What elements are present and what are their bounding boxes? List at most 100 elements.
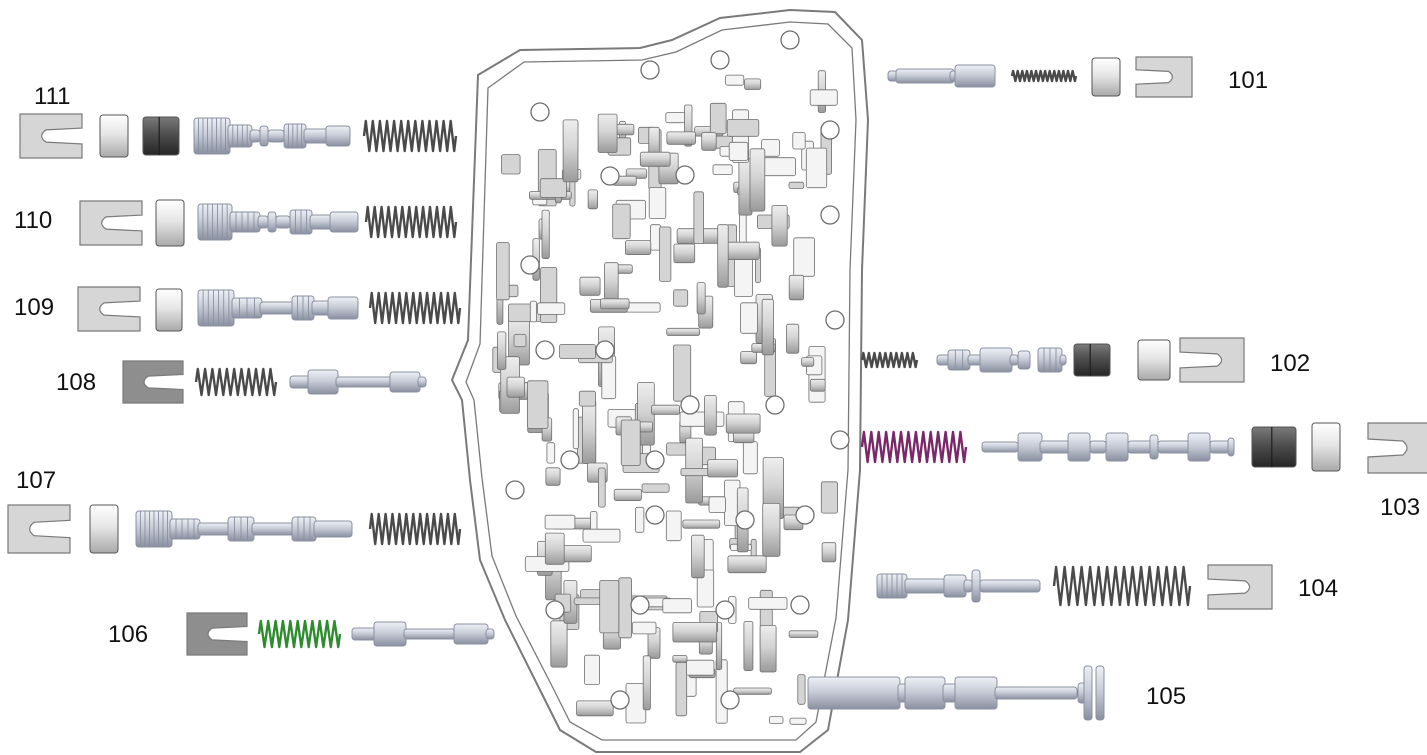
spring-coil: [368, 291, 462, 325]
spool-land: [1157, 440, 1191, 454]
valve-body-inner-outline: [465, 21, 857, 741]
passage: [715, 622, 723, 671]
passage: [673, 289, 689, 307]
passage: [679, 411, 725, 427]
passage: [582, 399, 597, 464]
callout-108: 108: [56, 369, 97, 396]
spring-coil: [194, 367, 278, 397]
spool-land: [259, 125, 269, 147]
passage: [666, 442, 688, 456]
passage: [740, 351, 758, 365]
passage: [704, 394, 717, 436]
spool-land: [1017, 432, 1043, 462]
spring-102: [860, 351, 919, 369]
valve-body-passages: [492, 70, 838, 725]
spool-land: [283, 123, 307, 149]
plug-body: [142, 116, 180, 156]
spool-land: [197, 522, 233, 536]
passage: [725, 74, 745, 86]
passage: [673, 243, 696, 264]
bolt-hole: [780, 30, 800, 50]
passage: [693, 191, 705, 245]
plug-body: [1091, 57, 1121, 97]
spool-land: [1017, 350, 1031, 370]
bolt-hole: [720, 690, 740, 710]
spring-106: [257, 619, 342, 649]
spool-108: [289, 369, 427, 395]
passage: [672, 655, 688, 663]
plug-body: [1311, 422, 1341, 472]
spring-coil: [368, 512, 462, 546]
passage: [728, 141, 749, 161]
passage: [805, 147, 828, 189]
passage: [726, 119, 760, 137]
passage: [544, 532, 565, 565]
spool-102: [936, 347, 1067, 373]
passage: [666, 131, 696, 145]
passage: [576, 700, 614, 717]
callout-101: 101: [1228, 67, 1269, 94]
passage: [691, 534, 705, 579]
passage: [733, 687, 772, 695]
spool-111: [193, 117, 351, 155]
callout-104: 104: [1298, 575, 1339, 602]
passage: [793, 237, 816, 277]
bolt-hole: [710, 50, 730, 70]
clip-102: [1179, 337, 1245, 383]
spool-land: [1083, 665, 1093, 721]
clip-body: [7, 504, 71, 554]
spring-108: [194, 367, 278, 397]
clip-104: [1207, 564, 1273, 610]
passage: [659, 226, 672, 282]
bolt-hole: [680, 395, 700, 415]
passage: [587, 189, 598, 210]
spool-land: [403, 628, 457, 640]
spool-land: [417, 376, 427, 388]
spool-land: [313, 520, 353, 538]
spool-land: [954, 64, 996, 88]
passage: [506, 376, 525, 398]
spool-109: [197, 289, 359, 327]
spool-107: [135, 510, 353, 548]
valve-body: [450, 8, 870, 753]
spool-land: [1127, 440, 1153, 454]
passage: [496, 331, 507, 370]
spool-land: [257, 215, 269, 229]
passage: [672, 622, 718, 643]
spool-land: [895, 68, 955, 84]
spool-land: [327, 296, 359, 320]
passage: [809, 378, 826, 392]
clip-body: [1207, 564, 1273, 610]
spool-land: [169, 518, 201, 540]
spool-land: [485, 628, 495, 640]
plug-body: [1073, 343, 1111, 377]
spool-land: [1067, 432, 1091, 462]
spring-107: [368, 512, 462, 546]
bolt-hole: [520, 255, 540, 275]
passage: [717, 224, 729, 288]
bolt-hole: [795, 505, 815, 525]
spool-land: [904, 578, 946, 594]
spring-coil: [257, 619, 342, 649]
spring-coil: [1010, 69, 1078, 83]
clip-body: [186, 612, 248, 656]
callout-102: 102: [1270, 350, 1311, 377]
spring-101: [1010, 69, 1078, 83]
bolt-hole: [640, 60, 660, 80]
spool-101: [887, 64, 996, 88]
plug-body: [1251, 426, 1297, 468]
clip-dark-108: [122, 360, 184, 404]
bolt-hole: [765, 395, 785, 415]
passage: [618, 577, 632, 639]
bolt-hole: [545, 600, 565, 620]
spool-land: [1089, 440, 1107, 454]
passage: [572, 408, 579, 450]
spool-land: [227, 124, 253, 148]
callout-103: 103: [1380, 494, 1421, 521]
bolt-hole: [830, 430, 850, 450]
bolt-hole: [630, 595, 650, 615]
spring-110: [364, 205, 458, 239]
passage: [748, 597, 788, 610]
passage: [579, 276, 601, 296]
bolt-hole: [825, 310, 845, 330]
